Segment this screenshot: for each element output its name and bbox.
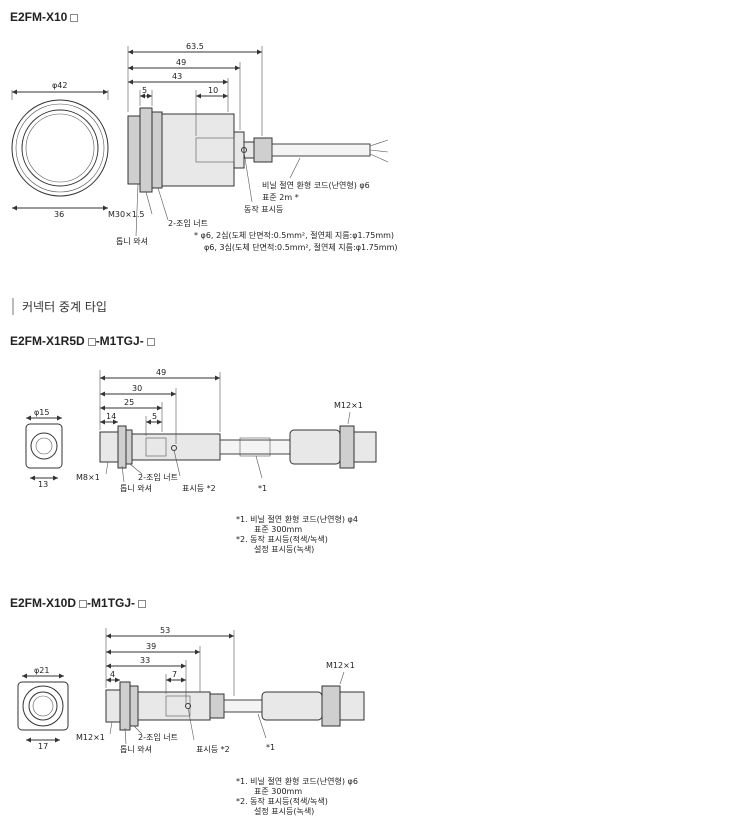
label-star1: *1 [258, 484, 267, 493]
note-line: 설정 표시등(녹색) [254, 544, 314, 554]
model-name: E2FM-X10D [10, 596, 77, 610]
dim-5: 5 [142, 86, 147, 95]
dim-49: 49 [156, 368, 166, 377]
front-view: φ42 36 [11, 81, 109, 219]
label-indicator: 동작 표시등 [244, 204, 283, 214]
dim-33: 33 [140, 656, 150, 665]
front-view: φ15 13 [25, 408, 63, 489]
model-suffix: -M1TGJ- [87, 596, 136, 610]
note-line: 표준 300mm [254, 525, 302, 534]
section-title: 커넥터 중계 타입 [12, 298, 107, 315]
model-heading-2: E2FM-X1R5D -M1TGJ- [10, 334, 155, 348]
model-suffix: -M1TGJ- [95, 334, 144, 348]
dim-14: 14 [106, 412, 116, 421]
note-line: * φ6, 2심(도체 단면적:0.5mm², 절연체 지름:φ1.75mm) [194, 230, 394, 240]
model-heading-1: E2FM-X10 [10, 10, 79, 24]
dim-4: 4 [110, 670, 115, 679]
label-thread: M12×1 [76, 733, 105, 742]
note-line: *1. 비닐 절연 환형 코드(난연형) φ4 [236, 514, 358, 524]
drawing-e2fm-x1r5d: φ15 13 49 30 25 14 5 [25, 368, 377, 554]
dim-7: 7 [172, 670, 177, 679]
placeholder-box-icon [70, 13, 79, 22]
dim-63-5: 63.5 [186, 42, 204, 51]
label-connector: M12×1 [334, 401, 363, 410]
placeholder-box-icon [87, 337, 96, 346]
label-indicator: 표시등 *2 [196, 745, 230, 754]
label-nut: 2-조임 너트 [168, 218, 208, 228]
note-line: 표준 300mm [254, 787, 302, 796]
label-indicator: 표시등 *2 [182, 484, 216, 493]
label-nut: 2-조임 너트 [138, 472, 178, 482]
model-name: E2FM-X10 [10, 10, 68, 24]
label-cord-length: 표준 2m * [262, 193, 299, 202]
label-washer: 톱니 와셔 [120, 483, 152, 493]
note-line: *1. 비닐 절연 환형 코드(난연형) φ6 [236, 776, 358, 786]
dim-30: 30 [132, 384, 142, 393]
model-name: E2FM-X1R5D [10, 334, 85, 348]
placeholder-box-icon [146, 337, 155, 346]
dim-width: 17 [38, 742, 48, 751]
side-view [99, 425, 377, 469]
dim-43: 43 [172, 72, 182, 81]
dim-5: 5 [152, 412, 157, 421]
dim-diameter: φ42 [52, 81, 67, 90]
drawing-e2fm-x10: φ42 36 63.5 49 43 [11, 42, 398, 252]
note-line: *2. 동작 표시등(적색/녹색) [236, 796, 328, 806]
label-cord: 비닐 절연 환형 코드(난연형) φ6 [262, 180, 370, 190]
placeholder-box-icon [138, 599, 147, 608]
label-thread: M8×1 [76, 473, 100, 482]
model-heading-3: E2FM-X10D -M1TGJ- [10, 596, 147, 610]
dim-width: 13 [38, 480, 48, 489]
label-connector: M12×1 [326, 661, 355, 670]
side-view [127, 107, 389, 193]
dim-width: 36 [54, 210, 64, 219]
note-line: φ6, 3심(도체 단면적:0.5mm², 절연체 지름:φ1.75mm) [204, 242, 398, 252]
dim-diameter: φ21 [34, 666, 49, 675]
label-washer: 톱니 와셔 [120, 744, 152, 754]
note-line: *2. 동작 표시등(적색/녹색) [236, 534, 328, 544]
dim-53: 53 [160, 626, 170, 635]
dim-49: 49 [176, 58, 186, 67]
label-star1: *1 [266, 743, 275, 752]
placeholder-box-icon [79, 599, 88, 608]
side-view [105, 681, 365, 731]
drawing-e2fm-x10d: φ21 17 53 39 33 4 7 M [17, 626, 365, 816]
dim-39: 39 [146, 642, 156, 651]
note-line: 설정 표시등(녹색) [254, 806, 314, 816]
dim-25: 25 [124, 398, 134, 407]
label-thread: M30×1.5 [108, 210, 145, 219]
label-nut: 2-조임 너트 [138, 732, 178, 742]
dim-10: 10 [208, 86, 218, 95]
front-view: φ21 17 [17, 666, 69, 751]
dim-diameter: φ15 [34, 408, 49, 417]
label-washer: 톱니 와셔 [116, 236, 148, 246]
